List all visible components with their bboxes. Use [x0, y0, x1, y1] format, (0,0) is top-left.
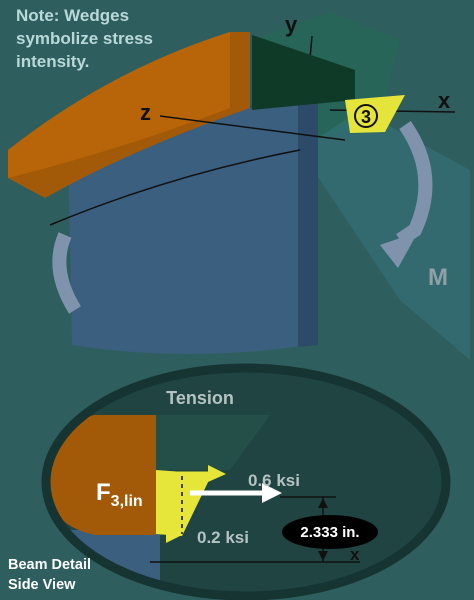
- section-marker-circle: [354, 104, 378, 128]
- beam-flange-dark-end: [252, 35, 355, 110]
- beam-web-side: [298, 96, 318, 347]
- force-label: F3,lin: [96, 479, 143, 510]
- note-line-1: Note: Wedges: [16, 6, 130, 25]
- x-axis-label-top: x: [438, 88, 451, 113]
- stress-arrow-top-head: [208, 465, 226, 482]
- detail-green-plane: [156, 415, 270, 470]
- note-line-3: intensity.: [16, 52, 90, 71]
- stress-top-label: 0.6 ksi: [248, 471, 300, 490]
- dim-arrow-up: [318, 498, 328, 508]
- force-label-sub: 3,lin: [111, 493, 143, 510]
- detail-ellipse-rim: [41, 363, 451, 600]
- stress-arrow-bottom-head: [166, 527, 182, 543]
- distance-badge: [282, 515, 378, 549]
- x-axis-label-bottom: x: [350, 545, 360, 564]
- moment-arrow-left: [52, 232, 82, 314]
- distance-label: 2.333 in.: [300, 524, 359, 541]
- detail-stress-wedge: [156, 470, 212, 536]
- moment-arrow-right: [396, 120, 433, 246]
- beam-curve-line: [49, 149, 301, 226]
- tension-label: Tension: [166, 388, 234, 408]
- force-label-main: F: [96, 479, 111, 506]
- stress-wedge-3: [345, 95, 405, 133]
- stress-bottom-label: 0.2 ksi: [197, 528, 249, 547]
- moment-arrowhead-right: [380, 232, 418, 268]
- force-arrow-head: [262, 483, 282, 503]
- z-axis-line: [159, 115, 346, 141]
- moment-label: M: [428, 264, 448, 291]
- z-axis-label: z: [140, 100, 151, 125]
- dim-arrow-down: [318, 551, 328, 561]
- note-line-2: symbolize stress: [16, 29, 154, 48]
- translucent-plane-cyan: [300, 110, 470, 360]
- beam-flange-front: [8, 32, 230, 178]
- section-marker-number: 3: [361, 107, 371, 127]
- caption-line-1: Beam Detail: [8, 557, 92, 573]
- caption-line-2: Side View: [8, 577, 76, 593]
- detail-flange: [50, 415, 156, 535]
- y-axis-label: y: [285, 12, 298, 37]
